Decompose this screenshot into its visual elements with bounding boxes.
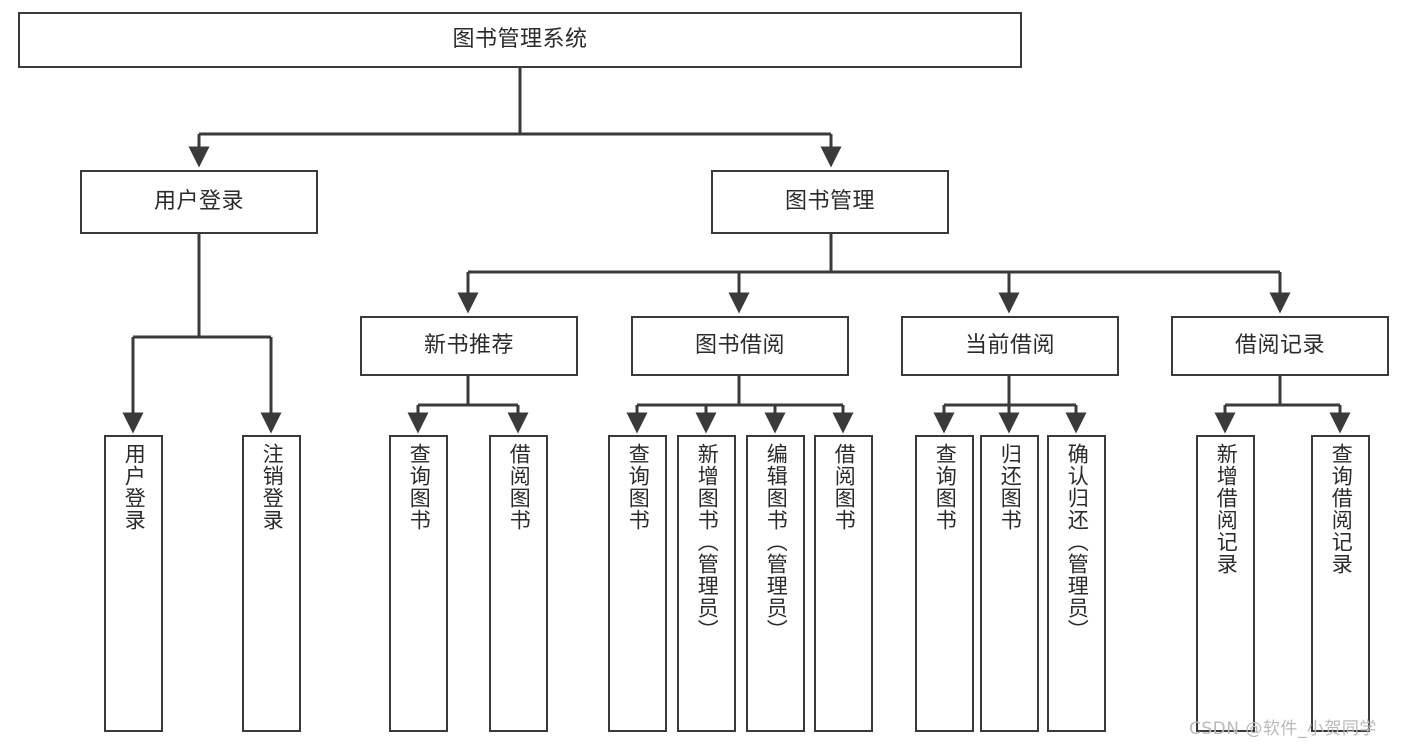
node-label: 图书借阅 xyxy=(694,333,785,359)
node-label: 新书推荐 xyxy=(423,333,514,359)
node-leaf-book-borrow-borrow[interactable]: 借阅图书 xyxy=(814,435,873,732)
node-label: 当前借阅 xyxy=(964,333,1055,359)
node-label: 图书管理 xyxy=(784,189,875,215)
node-user-login[interactable]: 用户登录 xyxy=(80,170,318,234)
node-label: 借阅图书 xyxy=(832,443,857,531)
node-label: 编辑图书（管理员） xyxy=(764,443,789,641)
node-book-management[interactable]: 图书管理 xyxy=(711,170,949,234)
node-label: 注销登录 xyxy=(260,443,285,531)
node-label: 借阅记录 xyxy=(1234,333,1325,359)
csdn-watermark: CSDN @软件_小贺同学 xyxy=(1189,719,1377,739)
node-leaf-book-borrow-add[interactable]: 新增图书（管理员） xyxy=(677,435,736,732)
node-leaf-current-borrow-return[interactable]: 归还图书 xyxy=(980,435,1039,732)
node-label: 查询借阅记录 xyxy=(1329,443,1354,575)
node-leaf-new-book-query[interactable]: 查询图书 xyxy=(389,435,448,732)
node-leaf-book-borrow-query[interactable]: 查询图书 xyxy=(608,435,667,732)
node-leaf-current-borrow-query[interactable]: 查询图书 xyxy=(915,435,974,732)
node-label: 借阅图书 xyxy=(507,443,532,531)
node-label: 用户登录 xyxy=(122,443,147,531)
node-book-borrow[interactable]: 图书借阅 xyxy=(631,316,849,376)
node-current-borrow[interactable]: 当前借阅 xyxy=(901,316,1119,376)
node-root-system[interactable]: 图书管理系统 xyxy=(18,12,1022,68)
node-leaf-user-login-logout[interactable]: 注销登录 xyxy=(242,435,301,732)
node-label: 用户登录 xyxy=(153,189,244,215)
node-label: 查询图书 xyxy=(626,443,651,531)
node-label: 新增图书（管理员） xyxy=(695,443,720,641)
node-label: 图书管理系统 xyxy=(452,27,588,53)
node-label: 新增借阅记录 xyxy=(1214,443,1239,575)
node-leaf-user-login-login[interactable]: 用户登录 xyxy=(104,435,163,732)
node-label: 查询图书 xyxy=(933,443,958,531)
node-leaf-borrow-record-query[interactable]: 查询借阅记录 xyxy=(1311,435,1370,732)
node-borrow-record[interactable]: 借阅记录 xyxy=(1171,316,1389,376)
node-leaf-new-book-borrow[interactable]: 借阅图书 xyxy=(489,435,548,732)
node-label: 查询图书 xyxy=(407,443,432,531)
node-new-book-recommend[interactable]: 新书推荐 xyxy=(360,316,578,376)
node-leaf-current-borrow-confirm[interactable]: 确认归还（管理员） xyxy=(1047,435,1106,732)
node-label: 确认归还（管理员） xyxy=(1065,443,1090,641)
node-leaf-book-borrow-edit[interactable]: 编辑图书（管理员） xyxy=(746,435,805,732)
node-label: 归还图书 xyxy=(998,443,1023,531)
node-leaf-borrow-record-add[interactable]: 新增借阅记录 xyxy=(1196,435,1255,732)
